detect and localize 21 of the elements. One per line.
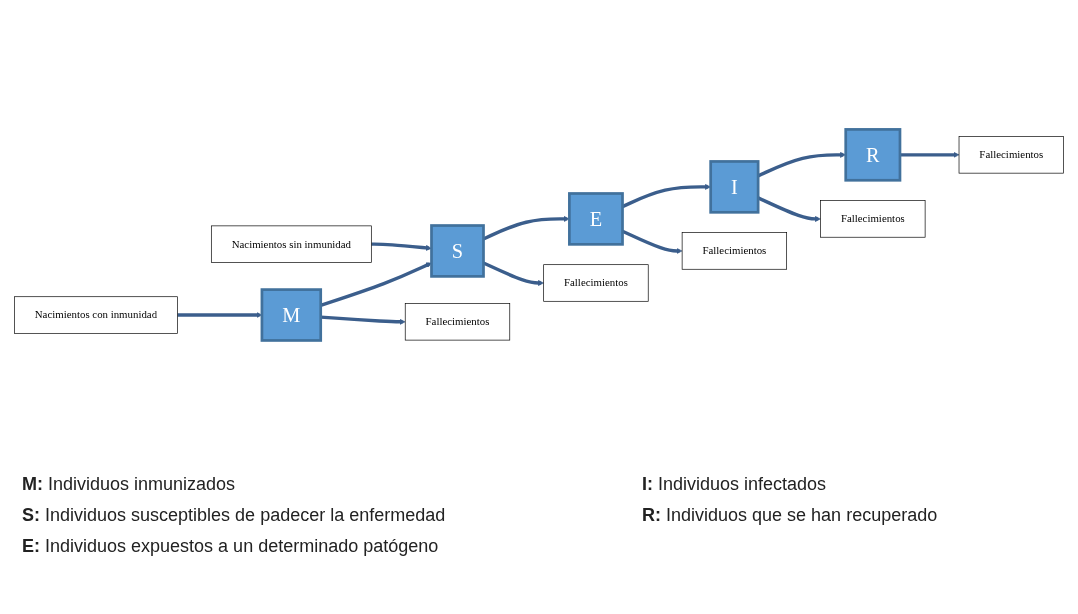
key-note: E: Individuos expuestos a un determinado patógeno	[22, 536, 440, 557]
node-box: R	[844, 128, 902, 182]
node-box: Nacimientos sin inmunidad	[211, 225, 372, 263]
node-box: Fallecimientos	[681, 232, 787, 270]
arrow	[320, 315, 406, 325]
node-box: I	[709, 160, 760, 214]
key-note: S: Individuos susceptibles de padecer la enfermedad	[22, 505, 447, 526]
arrow	[371, 242, 432, 251]
node-box: Fallecimientos	[543, 264, 649, 302]
arrow	[899, 151, 960, 158]
node-box: E	[568, 192, 624, 246]
arrow	[320, 262, 432, 307]
node-box: Fallecimientos	[820, 200, 926, 238]
node-box: S	[430, 224, 485, 278]
node-box: M	[260, 288, 323, 342]
node-box: Nacimientos con inmunidad	[14, 296, 178, 334]
node-box: Fallecimientos	[404, 303, 511, 341]
node-box: Fallecimientos	[958, 136, 1064, 174]
key-note: R: Individuos que se han recuperado	[642, 505, 939, 526]
key-note: M: Individuos inmunizados	[22, 474, 237, 495]
key-note: I: Individuos infectados	[642, 474, 828, 495]
